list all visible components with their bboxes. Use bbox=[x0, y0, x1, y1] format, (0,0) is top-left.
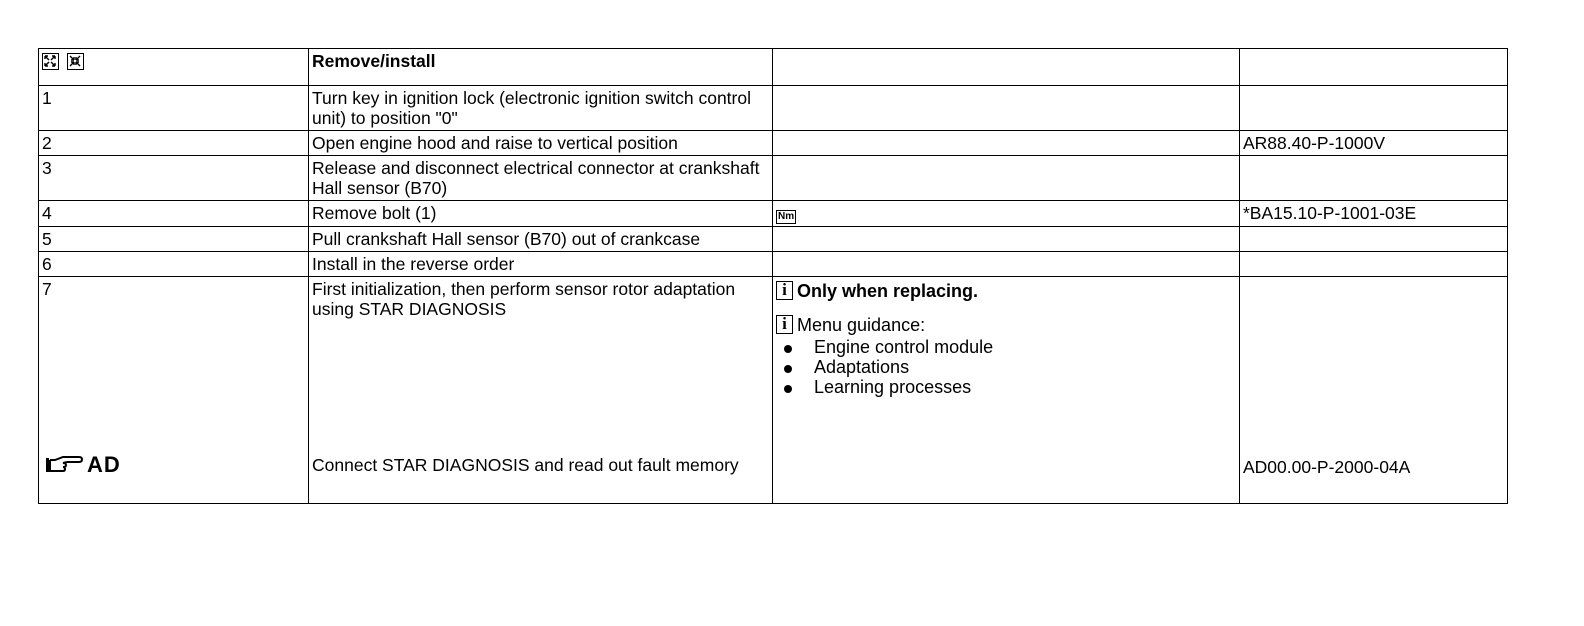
list-item: Adaptations bbox=[776, 357, 1236, 377]
torque-nm-icon[interactable]: Nm bbox=[776, 210, 797, 224]
step-number: 6 bbox=[38, 251, 309, 277]
ad-text: Connect STAR DIAGNOSIS and read out faul… bbox=[312, 455, 739, 475]
step-text: Install in the reverse order bbox=[308, 251, 773, 277]
header-cell-3 bbox=[772, 48, 1240, 86]
list-item: Learning processes bbox=[776, 377, 1236, 397]
step-ref[interactable]: *BA15.10-P-1001-03E bbox=[1239, 200, 1508, 227]
procedure-table: Remove/install 1 Turn key in ignition lo… bbox=[38, 48, 1508, 504]
step-text: Remove bolt (1) bbox=[308, 200, 773, 227]
collapse-icon[interactable] bbox=[67, 53, 84, 70]
step-ref[interactable] bbox=[1239, 155, 1508, 201]
header-title: Remove/install bbox=[308, 48, 773, 86]
step-number: 7 bbox=[42, 279, 52, 299]
note-text: Menu guidance: bbox=[797, 315, 926, 335]
step-ref[interactable] bbox=[1239, 251, 1508, 277]
notes-cell: i Only when replacing. i Menu guidance: … bbox=[772, 276, 1240, 504]
header-cell-4 bbox=[1239, 48, 1508, 86]
step-text: Open engine hood and raise to vertical p… bbox=[308, 130, 773, 156]
step-text: Turn key in ignition lock (electronic ig… bbox=[308, 85, 773, 131]
step-ref[interactable]: AR88.40-P-1000V bbox=[1239, 130, 1508, 156]
table-header-row: Remove/install bbox=[38, 48, 1508, 86]
table-row: 6 Install in the reverse order bbox=[38, 251, 1508, 277]
menu-guidance-list: Engine control module Adaptations Learni… bbox=[776, 337, 1236, 397]
ad-label: AD bbox=[87, 452, 121, 477]
table-row: 1 Turn key in ignition lock (electronic … bbox=[38, 85, 1508, 131]
table-row: 3 Release and disconnect electrical conn… bbox=[38, 155, 1508, 201]
list-item: Engine control module bbox=[776, 337, 1236, 357]
pointing-hand-icon bbox=[46, 456, 83, 472]
step-ref[interactable] bbox=[1239, 85, 1508, 131]
table-row: 5 Pull crankshaft Hall sensor (B70) out … bbox=[38, 226, 1508, 252]
ad-marker: AD bbox=[45, 452, 121, 477]
info-icon[interactable]: i bbox=[776, 281, 793, 300]
step-number: 3 bbox=[38, 155, 309, 201]
note-text: Only when replacing. bbox=[797, 281, 979, 301]
step-text: First initialization, then perform senso… bbox=[312, 279, 736, 319]
info-icon[interactable]: i bbox=[776, 315, 793, 334]
step-ref[interactable] bbox=[1239, 226, 1508, 252]
table-row: 2 Open engine hood and raise to vertical… bbox=[38, 130, 1508, 156]
step-ref[interactable]: AD00.00-P-2000-04A bbox=[1243, 457, 1411, 477]
step-text: Pull crankshaft Hall sensor (B70) out of… bbox=[308, 226, 773, 252]
table-row: 7 AD First initialization, then perform … bbox=[38, 276, 1508, 504]
table-row: 4 Remove bolt (1) Nm *BA15.10-P-1001-03E bbox=[38, 200, 1508, 227]
step-number: 5 bbox=[38, 226, 309, 252]
step-number: 4 bbox=[38, 200, 309, 227]
info-note-2: i Menu guidance: bbox=[776, 315, 1236, 335]
step-number: 1 bbox=[38, 85, 309, 131]
header-icons-cell bbox=[38, 48, 309, 86]
info-note-1: i Only when replacing. bbox=[776, 281, 1236, 301]
step-text: Release and disconnect electrical connec… bbox=[308, 155, 773, 201]
step-number: 2 bbox=[38, 130, 309, 156]
expand-icon[interactable] bbox=[42, 53, 59, 70]
